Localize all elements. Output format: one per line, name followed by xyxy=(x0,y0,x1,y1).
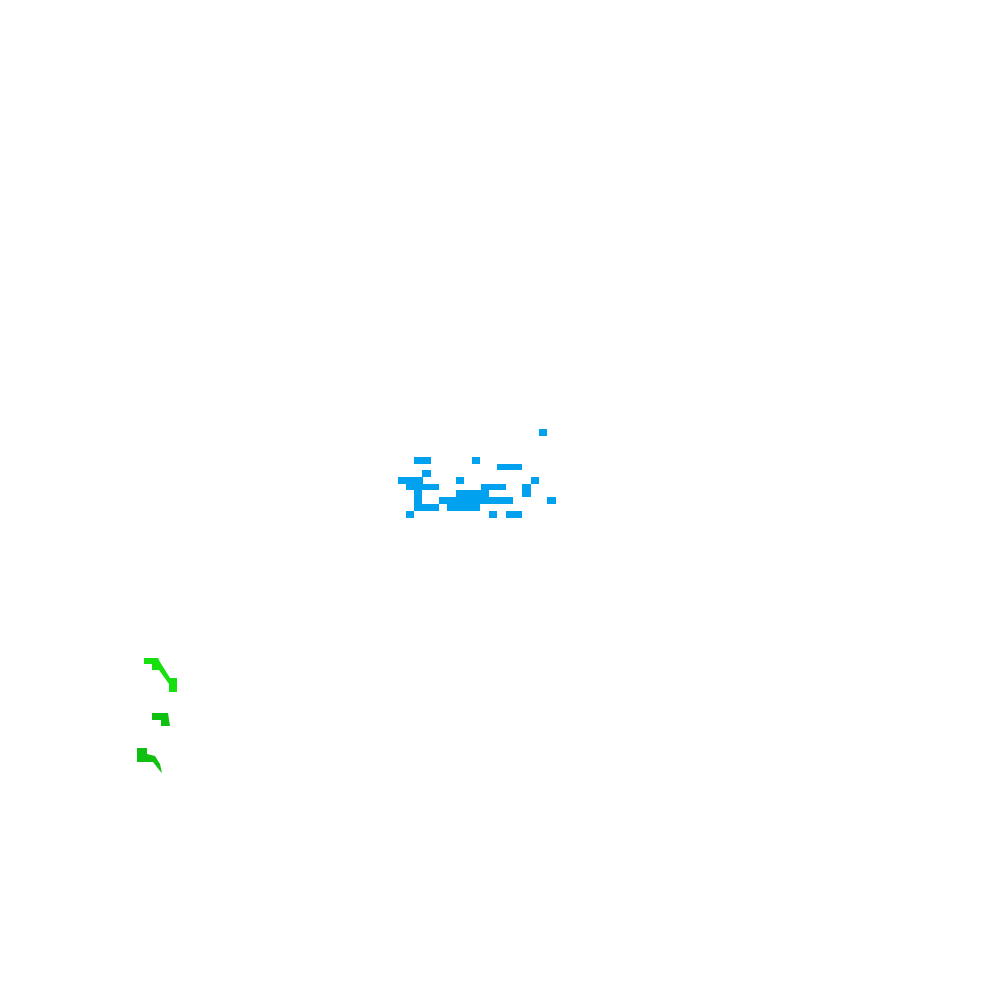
blue-pixel-cluster xyxy=(398,429,556,518)
blue-pixel-block xyxy=(506,511,522,518)
blue-pixel-block xyxy=(447,504,480,511)
blue-pixel-block xyxy=(522,484,531,497)
blue-pixel-block xyxy=(414,504,439,511)
blue-pixel-block xyxy=(472,457,480,464)
blue-pixel-block xyxy=(422,470,431,477)
blue-pixel-block xyxy=(456,490,489,497)
green-mark-top xyxy=(144,658,177,692)
blue-pixel-block xyxy=(539,429,547,436)
blue-pixel-block xyxy=(456,477,464,484)
blue-pixel-block xyxy=(481,484,506,490)
blue-pixel-block xyxy=(422,484,439,490)
blue-pixel-block xyxy=(398,477,423,484)
blue-pixel-block xyxy=(414,457,431,464)
green-mark-bottom xyxy=(137,748,162,773)
blue-pixel-block xyxy=(489,511,497,518)
blue-pixel-block xyxy=(406,511,414,518)
blue-pixel-block xyxy=(414,484,422,511)
green-mark-middle xyxy=(152,713,170,726)
blue-pixel-block xyxy=(439,497,513,504)
blue-pixel-block xyxy=(547,497,556,504)
blue-pixel-block xyxy=(531,477,539,484)
blue-pixel-block xyxy=(406,484,415,490)
green-stroke-marks xyxy=(137,658,177,773)
blue-pixel-block xyxy=(497,464,522,470)
